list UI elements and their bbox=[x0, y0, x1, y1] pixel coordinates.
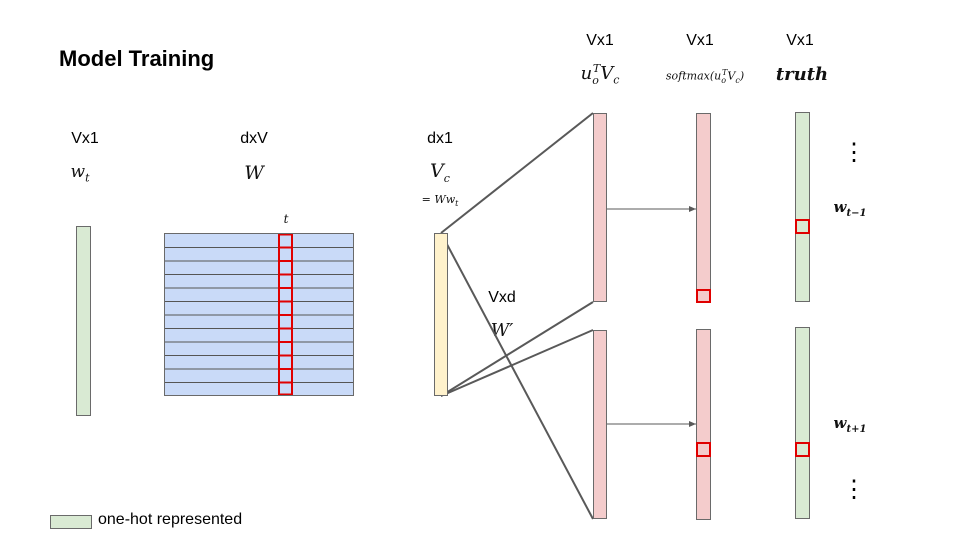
legend-swatch bbox=[50, 515, 92, 529]
scores-vector-lower bbox=[593, 330, 607, 519]
truth-upper-highlight bbox=[795, 219, 810, 234]
context-word-next: wt+1 bbox=[833, 414, 867, 435]
softmax-expression: softmax(uoTVc) bbox=[665, 68, 745, 85]
diagram-title: Model Training bbox=[59, 46, 215, 71]
legend-label: one-hot represented bbox=[98, 511, 243, 528]
hidden-dim-label: dx1 bbox=[427, 130, 453, 147]
softmax-lower-highlight bbox=[696, 442, 711, 457]
line-hidden-top-to-scores1-top bbox=[440, 112, 594, 234]
target-column-label: t bbox=[283, 212, 289, 226]
truth-label: truth bbox=[775, 64, 829, 85]
softmax-upper-highlight bbox=[696, 289, 711, 303]
truth-dim-label: Vx1 bbox=[786, 32, 814, 49]
input-dim-label: Vx1 bbox=[71, 130, 99, 147]
truth-vector-upper bbox=[795, 112, 810, 302]
line-hidden-top-to-scores2-bottom bbox=[440, 232, 594, 520]
embedding-matrix-rows bbox=[165, 234, 353, 395]
softmax-dim-label: Vx1 bbox=[686, 32, 714, 49]
scores-expression: uoTVc bbox=[580, 62, 620, 87]
hidden-vector bbox=[434, 233, 448, 396]
softmax-vector-upper bbox=[696, 113, 711, 303]
line-hidden-bottom-to-scores2-top bbox=[440, 329, 594, 397]
scores-vector-upper bbox=[593, 113, 607, 302]
softmax-vector-lower bbox=[696, 329, 711, 520]
ellipsis-top: ⋮ bbox=[842, 139, 866, 166]
line-hidden-bottom-to-scores1-bottom bbox=[440, 301, 594, 397]
scores-dim-label: Vx1 bbox=[586, 32, 614, 49]
output-matrix-dim-label: Vxd bbox=[488, 289, 516, 306]
input-one-hot-vector bbox=[76, 226, 91, 416]
embedding-matrix bbox=[164, 233, 354, 396]
hidden-vector-formula: = Wwt bbox=[421, 193, 459, 209]
input-word-symbol: wt bbox=[70, 162, 90, 185]
truth-lower-highlight bbox=[795, 442, 810, 457]
embedding-matrix-symbol: W bbox=[244, 162, 264, 184]
ellipsis-bottom: ⋮ bbox=[842, 476, 866, 503]
embedding-dim-label: dxV bbox=[240, 130, 268, 147]
truth-vector-lower bbox=[795, 327, 810, 519]
hidden-vector-symbol: Vc bbox=[430, 160, 450, 185]
context-word-prev: wt−1 bbox=[833, 198, 867, 219]
